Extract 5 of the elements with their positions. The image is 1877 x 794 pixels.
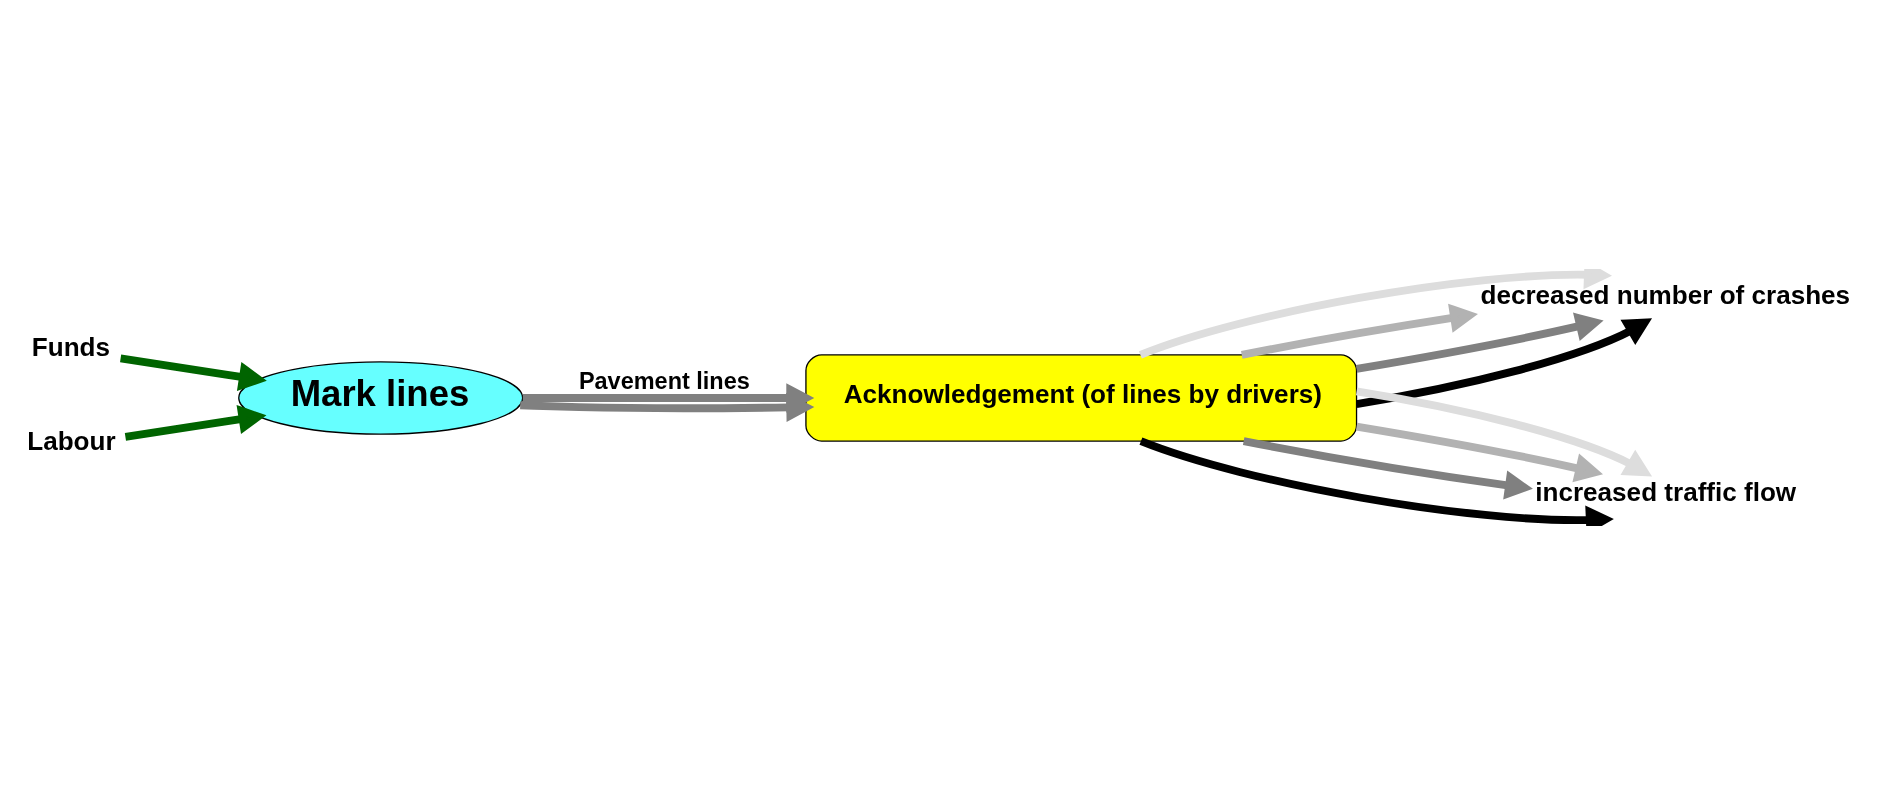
node-text: Funds xyxy=(31,331,111,362)
edge-label: Pavement lines xyxy=(578,367,750,394)
node-text: decreased number of crashes xyxy=(1480,279,1851,310)
node-text: Labour xyxy=(27,425,116,456)
node-text: increased traffic flow xyxy=(1535,476,1797,507)
